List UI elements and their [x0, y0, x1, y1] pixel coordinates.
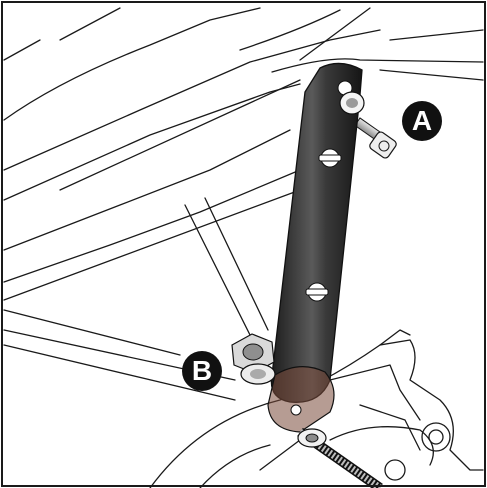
- lower-pivot: [267, 366, 335, 433]
- threaded-rod: [297, 427, 383, 488]
- callout-b: B: [182, 351, 222, 391]
- callout-a: A: [402, 101, 442, 141]
- frame-lines: [3, 7, 484, 488]
- bolt-a: [354, 117, 397, 159]
- nut-b: [231, 333, 276, 385]
- bracket-plate: [270, 62, 365, 403]
